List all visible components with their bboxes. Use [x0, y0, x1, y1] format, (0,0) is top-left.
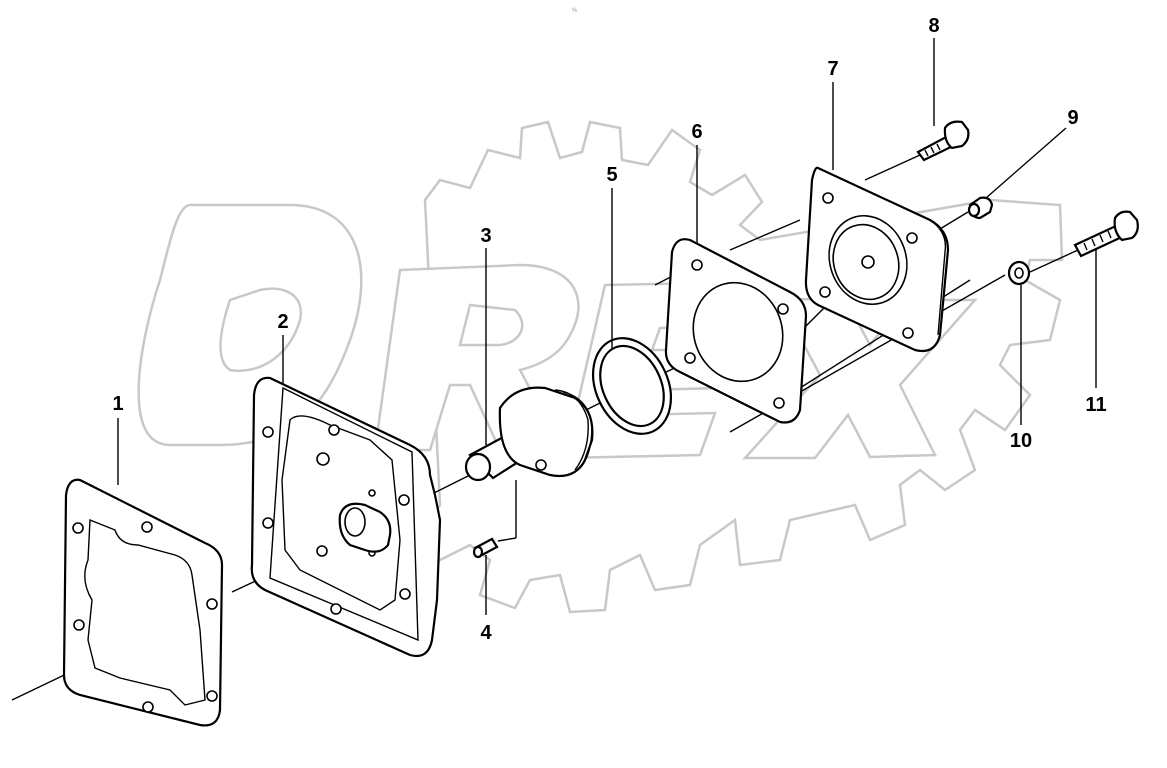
watermark-letter-o — [137, 203, 363, 447]
part-11-bolt — [1073, 210, 1139, 258]
part-1-gasket — [62, 478, 224, 727]
part-9-plug — [967, 196, 994, 220]
part-8-bolt — [916, 120, 970, 162]
callout-3: 3 — [480, 225, 491, 247]
callouts: 1 2 3 4 5 6 7 8 9 10 11 — [112, 15, 1106, 644]
callout-7: 7 — [827, 58, 838, 80]
part-6-gasket — [664, 238, 808, 424]
callout-11: 11 — [1085, 394, 1106, 416]
callout-1: 1 — [112, 393, 123, 415]
callout-4: 4 — [480, 622, 492, 644]
part-4-pin — [472, 537, 499, 559]
part-3-piston — [464, 386, 594, 542]
callout-5: 5 — [606, 164, 617, 186]
callout-10: 10 — [1010, 430, 1032, 452]
callout-2: 2 — [277, 311, 288, 333]
part-10-washer — [1007, 260, 1031, 286]
leader-lines — [117, 38, 1097, 615]
callout-9: 9 — [1067, 107, 1078, 129]
part-2-housing — [250, 376, 442, 658]
part-5-o-ring — [592, 337, 672, 435]
callout-6: 6 — [691, 121, 702, 143]
part-7-cover — [804, 166, 950, 353]
callout-8: 8 — [928, 15, 939, 37]
header-mark: % — [572, 8, 578, 14]
